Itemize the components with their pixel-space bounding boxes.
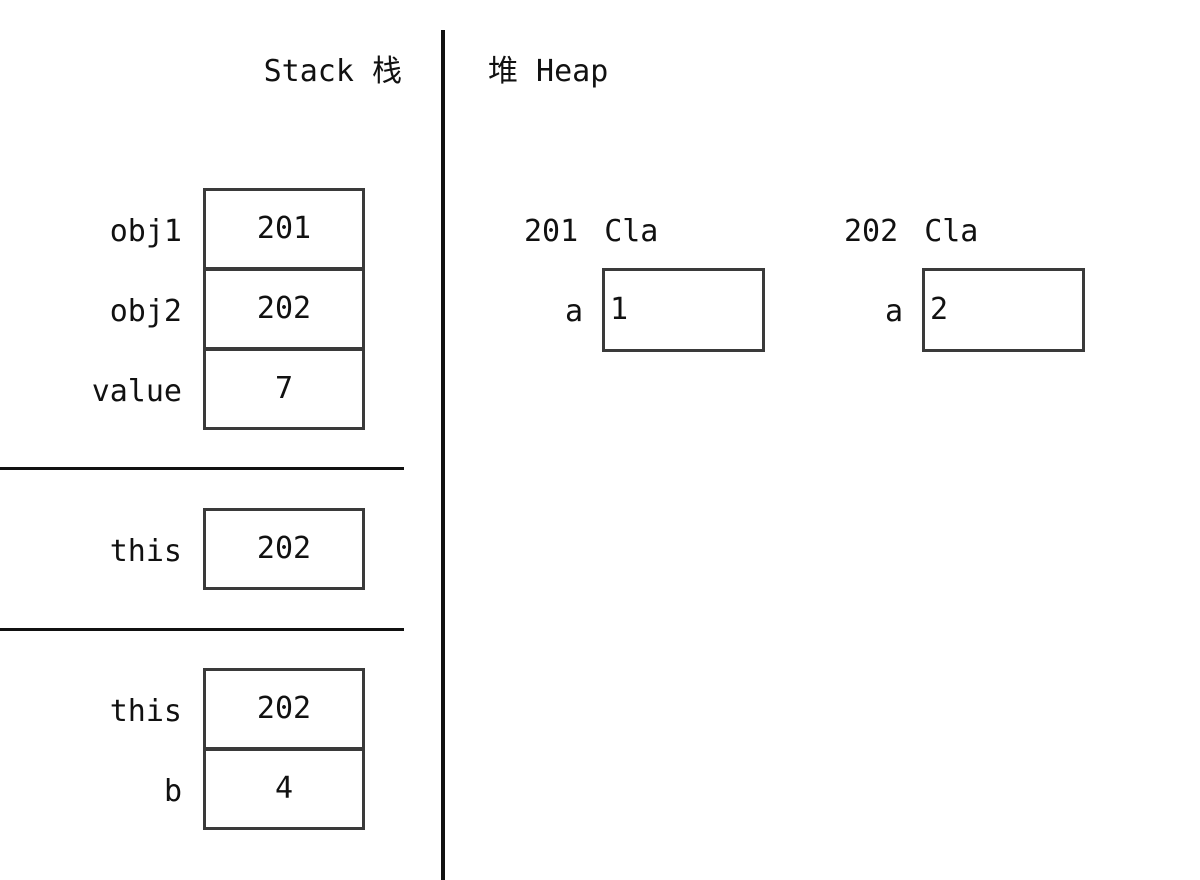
stack-var-label: this [109,534,182,569]
heap-field-label: a [884,294,903,329]
heap-object-class: Cla [604,214,659,249]
stack-var-label: obj1 [109,214,182,249]
stack-var-cell: 202 [203,268,365,350]
stack-var-cell: 201 [203,188,365,270]
heap-field-label: a [564,294,583,329]
heap-object-address: 201 [524,214,579,249]
heap-object-header: 202 Cla [844,212,978,252]
stack-var-label: this [109,694,182,729]
stack-var-cell: 202 [203,668,365,750]
heap-object-header: 201 Cla [524,212,658,252]
stack-var-label: value [91,374,182,409]
stack-var-cell: 4 [203,748,365,830]
stack-var-cell: 7 [203,348,365,430]
stack-frame-divider [0,467,404,470]
stack-var-cell: 202 [203,508,365,590]
heap-title: 堆 Heap [488,54,609,89]
stack-var-label: obj2 [109,294,182,329]
stack-var-label: b [163,774,182,809]
stack-heap-divider [441,30,445,880]
heap-object-address: 202 [844,214,899,249]
heap-object-class: Cla [924,214,979,249]
stack-title: Stack 栈 [263,54,402,89]
heap-field-cell: 1 [602,268,765,352]
stack-frame-divider [0,628,404,631]
heap-field-cell: 2 [922,268,1085,352]
